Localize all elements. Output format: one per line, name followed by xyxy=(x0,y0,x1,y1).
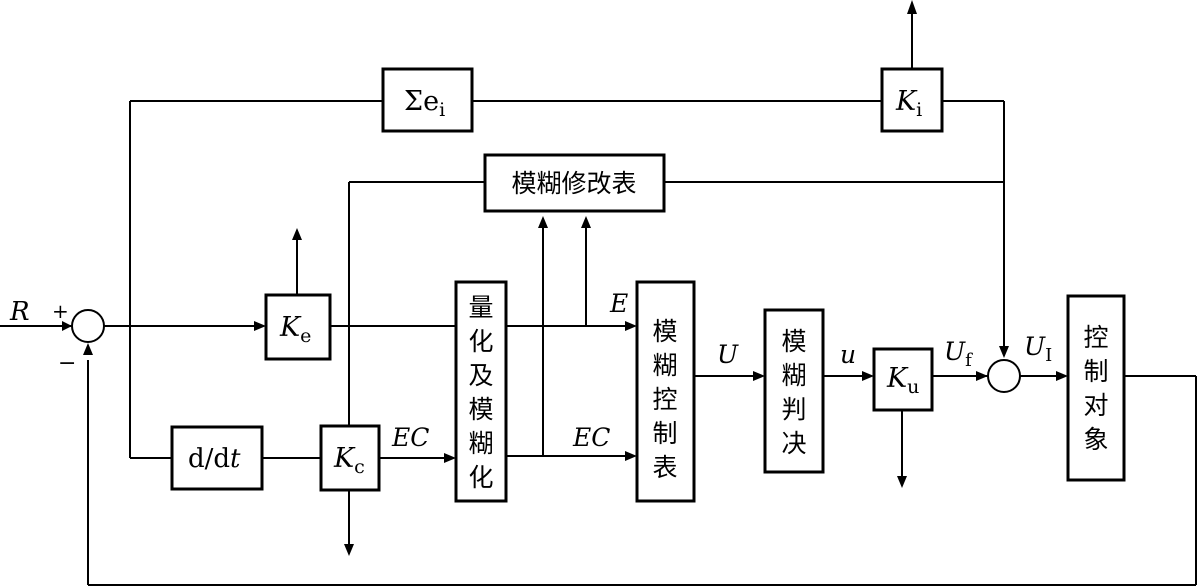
svg-text:象: 象 xyxy=(1083,425,1108,454)
defuzzify-block: 模 糊 判 决 xyxy=(763,308,825,474)
svg-text:决: 决 xyxy=(781,429,806,458)
svg-text:Σei: Σei xyxy=(404,86,445,121)
connection-lines xyxy=(0,12,1197,586)
ku-block: Ku xyxy=(872,347,934,412)
svg-text:模: 模 xyxy=(781,327,806,356)
svg-text:糊: 糊 xyxy=(781,361,806,390)
signal-r-label: R xyxy=(9,297,30,327)
input-summing-junction xyxy=(71,309,105,343)
svg-text:控: 控 xyxy=(1083,323,1108,352)
fuzzy-modify-table-label: 模糊修改表 xyxy=(511,169,636,198)
signal-ui-label: UI xyxy=(1024,332,1052,366)
svg-text:模: 模 xyxy=(652,317,677,346)
svg-text:Ki: Ki xyxy=(895,86,922,121)
fuzzy-control-table-block: 模 糊 控 制 表 xyxy=(635,280,696,503)
svg-text:量: 量 xyxy=(468,293,493,322)
svg-text:制: 制 xyxy=(652,419,677,448)
ke-block: Ke xyxy=(264,293,332,361)
quantize-fuzzify-block: 量 化 及 模 糊 化 xyxy=(454,280,508,503)
svg-text:化: 化 xyxy=(468,327,493,356)
svg-text:Kc: Kc xyxy=(333,443,365,478)
svg-text:表: 表 xyxy=(652,453,677,482)
minus-sign: − xyxy=(58,351,76,376)
ddt-block: d/dt xyxy=(170,425,264,491)
signal-uf-label: Uf xyxy=(944,337,973,371)
ki-block: Ki xyxy=(880,67,944,133)
sum-ei-block: Σei xyxy=(381,67,474,133)
svg-text:对: 对 xyxy=(1083,391,1108,420)
output-summing-junction xyxy=(987,359,1021,393)
signal-u-upper-label: U xyxy=(717,340,739,369)
svg-text:控: 控 xyxy=(652,385,677,414)
svg-text:化: 化 xyxy=(468,463,493,492)
fuzzy-modify-table-block: 模糊修改表 xyxy=(483,153,666,213)
svg-text:制: 制 xyxy=(1083,357,1108,386)
svg-text:Ke: Ke xyxy=(279,312,311,347)
kc-block: Kc xyxy=(319,424,381,492)
svg-text:糊: 糊 xyxy=(468,429,493,458)
svg-text:及: 及 xyxy=(468,361,493,390)
svg-text:糊: 糊 xyxy=(652,351,677,380)
plant-block: 控 制 对 象 xyxy=(1066,294,1126,482)
svg-text:d/dt: d/dt xyxy=(188,444,241,474)
plus-sign: + xyxy=(52,299,69,323)
arrowheads xyxy=(62,0,1068,556)
signal-ec-label-1: EC xyxy=(391,423,429,452)
svg-text:模: 模 xyxy=(468,395,493,424)
svg-text:Ku: Ku xyxy=(886,363,919,398)
signal-ec-label-2: EC xyxy=(572,423,610,452)
signal-e-label: E xyxy=(609,289,628,318)
signal-u-lower-label: u xyxy=(840,340,856,369)
svg-text:判: 判 xyxy=(781,395,806,424)
